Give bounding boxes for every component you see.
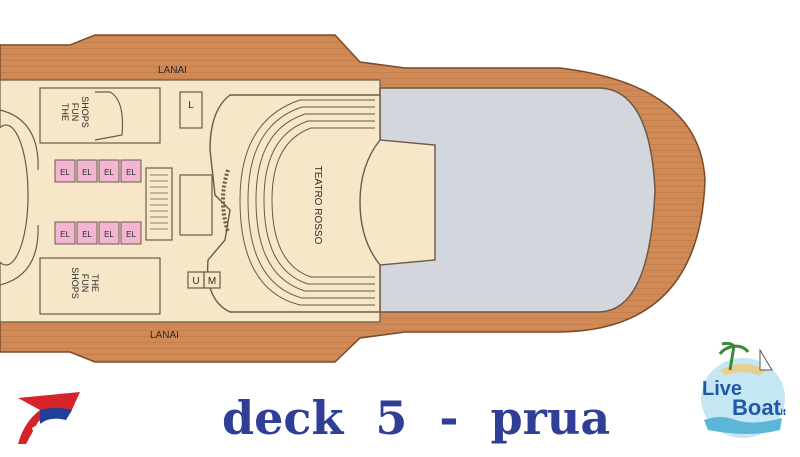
elevator-label: EL	[126, 230, 136, 239]
shops-top-line2: FUN	[70, 103, 80, 122]
liveboat-logo: Live Boat .it	[701, 341, 786, 438]
elevator-label: EL	[82, 230, 92, 239]
stair-treads	[150, 174, 168, 230]
aft-curve-bottom	[0, 224, 39, 286]
stage	[359, 139, 436, 266]
forward-open-area	[379, 87, 656, 313]
shops-top-label: THE FUN SHOPS	[60, 96, 90, 128]
lanai-top-label: LANAI	[158, 65, 187, 76]
aft-round-room	[0, 124, 29, 266]
elevator-label: EL	[104, 230, 114, 239]
theater-side-stairs	[221, 169, 230, 233]
elevator-bank-bottom	[54, 221, 142, 245]
carnival-funnel-stripe	[32, 420, 60, 434]
elevator-label: EL	[104, 168, 114, 177]
liveboat-text-suffix: .it	[778, 407, 786, 417]
theater-label: TEATRO ROSSO	[312, 166, 323, 245]
lanai-bottom-label: LANAI	[150, 330, 179, 341]
elevator-label: EL	[126, 168, 136, 177]
elevator-labels-bottom: EL EL EL EL	[60, 230, 136, 239]
elevator-label: EL	[82, 168, 92, 177]
restroom-m-label: M	[208, 276, 216, 287]
restroom-u-label: U	[192, 276, 199, 287]
shops-bottom-line2: FUN	[80, 274, 90, 293]
liveboat-text-live: Live	[702, 378, 742, 400]
theater-walls	[206, 94, 381, 313]
liveboat-palm-icon	[718, 341, 750, 371]
shops-bottom-line3: SHOPS	[70, 267, 80, 299]
carnival-funnel-wing	[18, 392, 80, 444]
elevator-label: EL	[60, 230, 70, 239]
restroom-m-room	[203, 271, 221, 289]
restroom-l-label: L	[188, 100, 194, 111]
shops-top-wall	[94, 91, 124, 141]
elevator-labels-top: EL EL EL EL	[60, 168, 136, 177]
shops-top-line3: SHOPS	[80, 96, 90, 128]
theater-seating-rows	[239, 99, 375, 306]
carnival-funnel-tail	[40, 408, 72, 424]
shops-bottom-line1: THE	[90, 274, 100, 292]
central-stairs	[145, 167, 173, 241]
shops-bottom-room	[39, 257, 161, 315]
elevator-bank-top	[54, 159, 142, 183]
shops-bottom-label: THE FUN SHOPS	[70, 267, 100, 299]
stair-side-block	[179, 174, 213, 236]
aft-curve-top	[0, 109, 39, 171]
liveboat-waves	[704, 417, 782, 434]
deck-caption: deck 5 - prua	[222, 391, 611, 445]
liveboat-sail-icon	[759, 348, 773, 371]
shops-top-room	[39, 87, 161, 144]
liveboat-text-boat: Boat	[732, 395, 782, 420]
shops-top-line1: THE	[60, 103, 70, 121]
restroom-l-room	[179, 91, 203, 129]
carnival-logo	[18, 392, 80, 444]
elevator-label: EL	[60, 168, 70, 177]
